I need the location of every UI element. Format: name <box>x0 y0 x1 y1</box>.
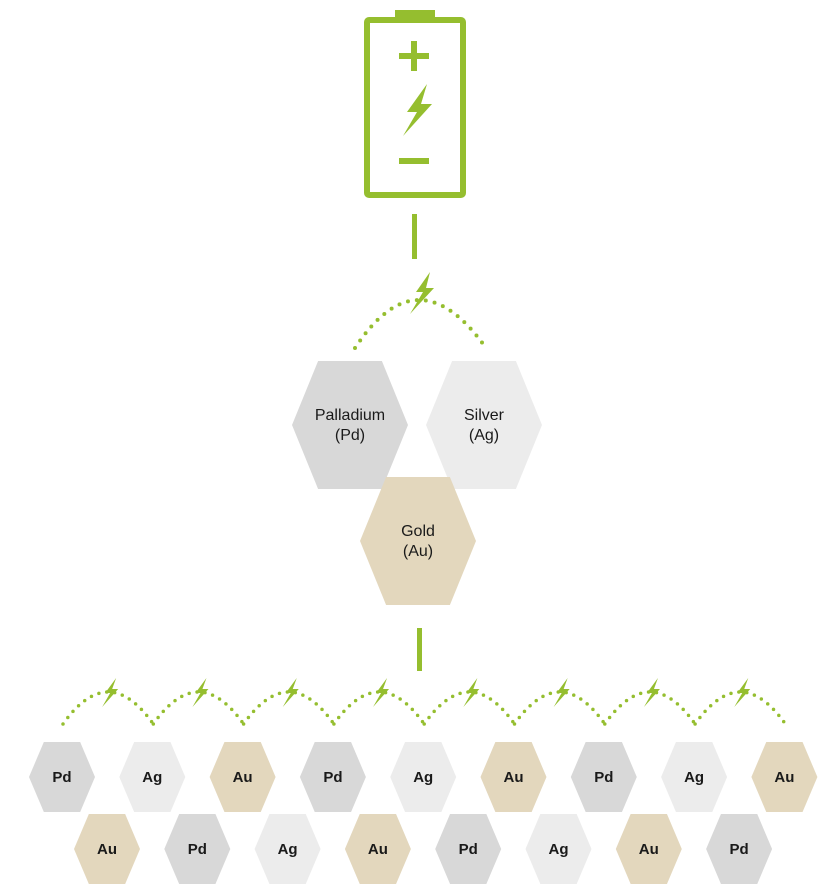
lattice-cell-au: Au <box>751 742 818 812</box>
lattice-cell-pd: Pd <box>164 814 231 884</box>
lattice-element-label: Au <box>368 841 388 858</box>
lattice-element-label: Ag <box>549 841 569 858</box>
lattice-hexagon <box>74 814 140 884</box>
minus-icon <box>399 158 429 164</box>
lattice-hexagon <box>615 814 682 884</box>
lattice-hexagon <box>164 814 231 884</box>
lattice-cell-au: Au <box>344 814 411 884</box>
lattice-row-1: Pd Ag Au Pd Ag Au Pd Ag Au <box>29 742 818 812</box>
battery-body <box>364 17 466 198</box>
lattice-hexagon <box>209 742 276 812</box>
silver-hexagon: Silver (Ag) <box>426 361 542 489</box>
lattice-lightning-bolt-icon <box>102 678 119 707</box>
lattice-lightning-bolt-icon <box>463 678 480 707</box>
silver-name-label: Silver <box>464 407 505 424</box>
lattice-element-label: Au <box>97 841 117 858</box>
lattice-lightning-bolt-icon <box>553 678 570 707</box>
lattice-element-label: Au <box>639 841 659 858</box>
top-conduction-arc <box>353 272 488 350</box>
lattice-hexagon <box>525 814 592 884</box>
lattice-lightning-bolt-icon <box>643 678 660 707</box>
palladium-name-label: Palladium <box>315 407 385 424</box>
battery-icon <box>364 10 466 198</box>
lattice-element-label: Ag <box>142 769 162 786</box>
lattice-cell-pd: Pd <box>435 814 502 884</box>
lattice-hexagon <box>570 742 637 812</box>
lattice-lightning-bolt-icon <box>734 678 751 707</box>
lattice-element-label: Ag <box>684 769 704 786</box>
lattice-conduction-arcs <box>61 678 788 726</box>
lattice-element-label: Au <box>233 769 253 786</box>
lattice-cell-au: Au <box>615 814 682 884</box>
lattice-element-label: Pd <box>323 769 342 786</box>
lattice-element-label: Pd <box>594 769 613 786</box>
lattice-hexagon <box>435 814 502 884</box>
lattice-cell-pd: Pd <box>706 814 773 884</box>
lattice-cell-ag: Ag <box>254 814 321 884</box>
palladium-hexagon: Palladium (Pd) <box>292 361 408 489</box>
lattice-cell-ag: Ag <box>525 814 592 884</box>
lattice-cell-au: Au <box>74 814 140 884</box>
lattice-hexagon <box>706 814 773 884</box>
lattice-element-label: Au <box>774 769 794 786</box>
plus-icon <box>399 41 429 71</box>
lattice-cell-pd: Pd <box>29 742 95 812</box>
silver-symbol-label: (Ag) <box>469 427 499 444</box>
lattice-element-label: Pd <box>459 841 478 858</box>
lattice-cell-au: Au <box>480 742 547 812</box>
lattice-hexagon <box>254 814 321 884</box>
lattice-hexagon <box>751 742 818 812</box>
lattice-hexagon <box>29 742 95 812</box>
lattice-cell-pd: Pd <box>570 742 637 812</box>
lattice-cell-ag: Ag <box>661 742 728 812</box>
lattice-hexagon <box>119 742 186 812</box>
lattice-element-label: Ag <box>278 841 298 858</box>
lattice-element-label: Au <box>504 769 524 786</box>
lattice-lightning-bolt-icon <box>282 678 299 707</box>
lattice-cell-ag: Ag <box>119 742 186 812</box>
lattice-element-label: Pd <box>52 769 71 786</box>
lattice-cell-au: Au <box>209 742 276 812</box>
lattice-element-label: Ag <box>413 769 433 786</box>
lattice-hexagon <box>344 814 411 884</box>
lightning-bolt-icon <box>403 84 432 136</box>
gold-name-label: Gold <box>401 523 435 540</box>
lattice-hexagon <box>480 742 547 812</box>
lattice-hexagon <box>299 742 366 812</box>
lattice-row-2: Au Pd Ag Au Pd Ag Au Pd <box>74 814 773 884</box>
gold-hexagon: Gold (Au) <box>360 477 476 605</box>
lattice-lightning-bolt-icon <box>192 678 209 707</box>
alloy-hexagon-cluster: Palladium (Pd) Silver (Ag) Gold (Au) <box>292 361 542 605</box>
battery-terminal <box>395 10 435 19</box>
alloy-connector-line <box>417 628 422 671</box>
lattice-hexagon <box>390 742 457 812</box>
palladium-symbol-label: (Pd) <box>335 427 365 444</box>
arc-lightning-bolt-icon <box>410 272 434 314</box>
lattice-cell-pd: Pd <box>299 742 366 812</box>
lattice-element-label: Pd <box>188 841 207 858</box>
lattice-cell-ag: Ag <box>390 742 457 812</box>
lattice-element-label: Pd <box>730 841 749 858</box>
lattice-lightning-bolt-icon <box>373 678 390 707</box>
lattice-hexagon <box>661 742 728 812</box>
battery-connector-line <box>412 214 417 259</box>
gold-symbol-label: (Au) <box>403 543 433 560</box>
